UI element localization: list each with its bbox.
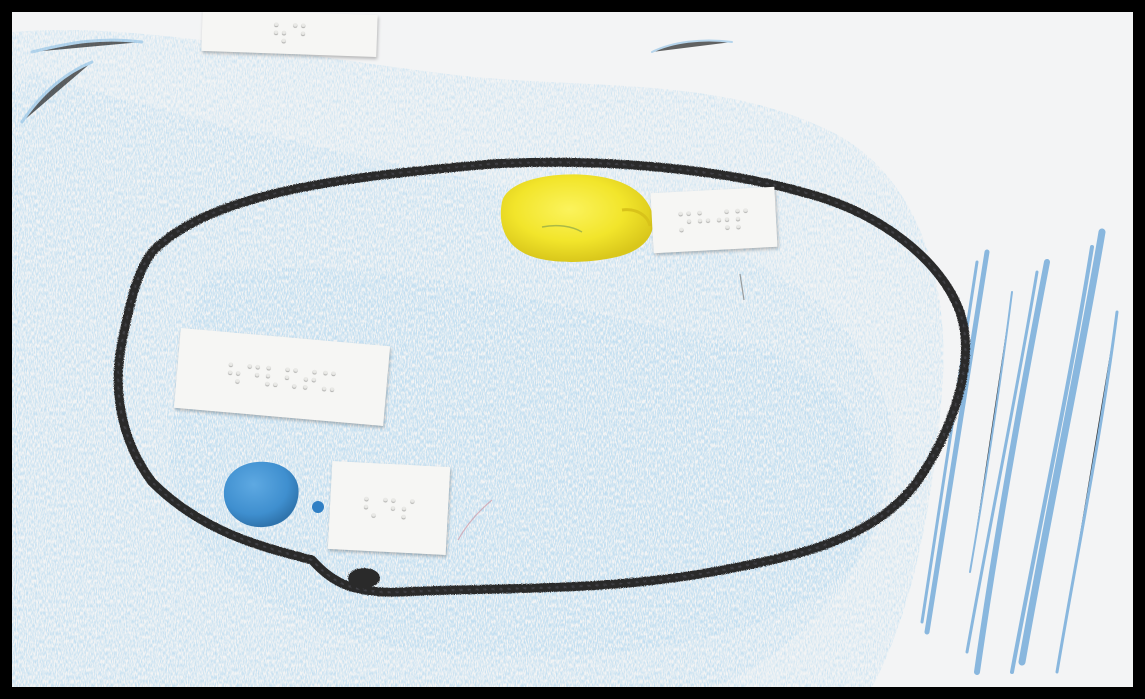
small-blue-dot	[312, 501, 324, 513]
braille-dots	[201, 12, 377, 57]
braille-card-top-partial	[201, 12, 377, 57]
braille-card-bottom-small	[328, 461, 450, 555]
braille-card-top-right	[651, 187, 778, 253]
braille-dots	[328, 461, 450, 555]
braille-dots	[651, 187, 778, 253]
photograph	[12, 12, 1133, 687]
yellow-play-dough	[501, 174, 654, 262]
